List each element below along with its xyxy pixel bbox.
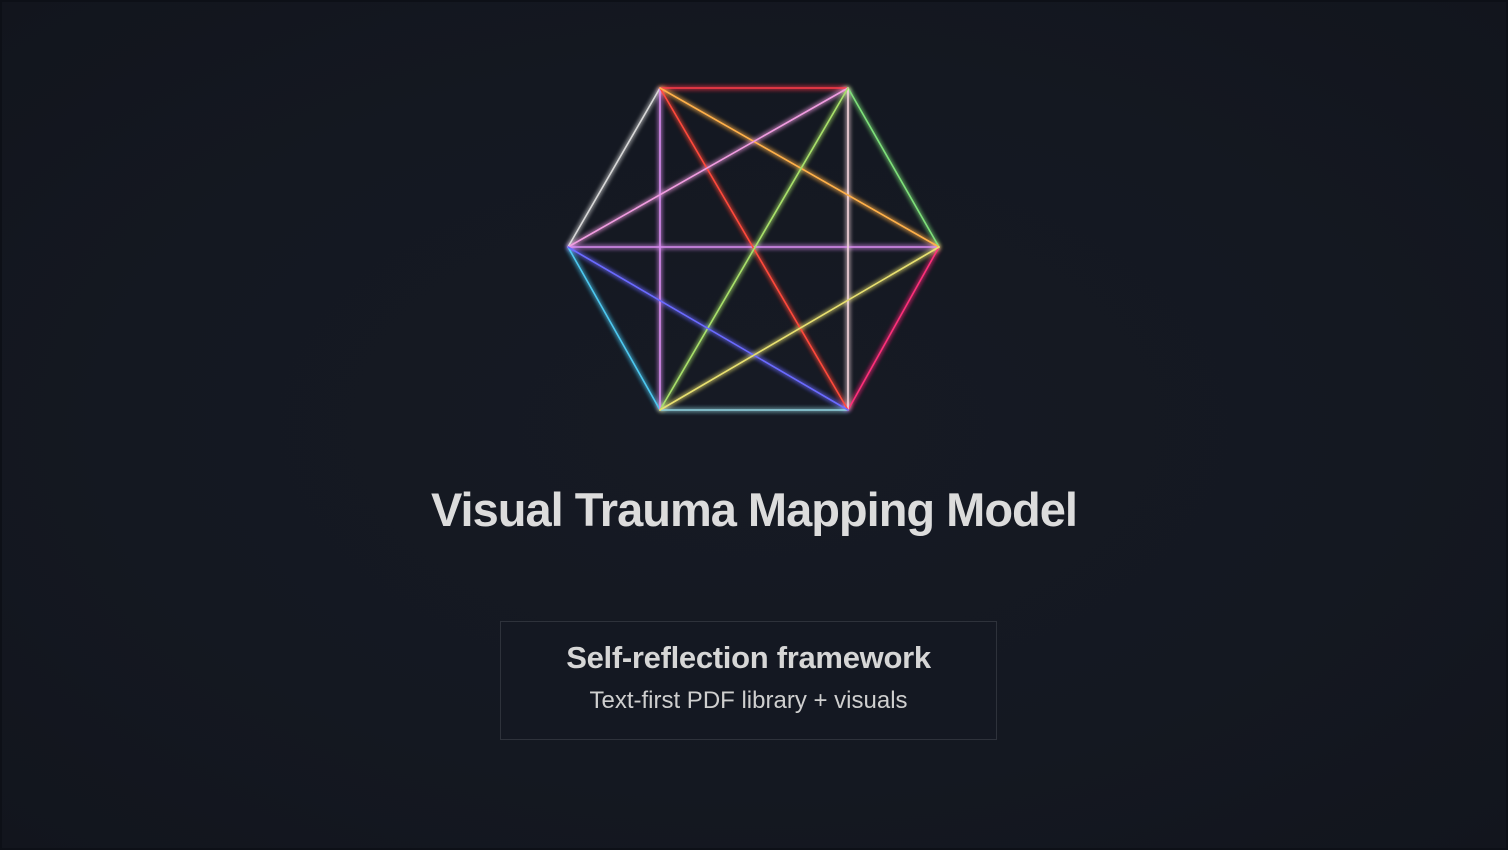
page-title: Visual Trauma Mapping Model <box>431 483 1078 536</box>
edge-tl-to-r <box>659 87 940 248</box>
card-subheading: Text-first PDF library + visuals <box>589 687 908 714</box>
edge-lower-left <box>567 246 661 411</box>
card-heading: Self-reflection framework <box>566 640 931 675</box>
edge-bl-to-r <box>659 246 940 411</box>
edge-l-to-br <box>567 246 849 411</box>
edge-lower-right <box>847 246 940 411</box>
edge-upper-right <box>847 87 940 248</box>
edge-upper-left <box>567 87 661 248</box>
hexagon-complete-graph-icon <box>567 87 940 411</box>
edge-tr-to-bl <box>659 87 849 411</box>
subtitle-card: Self-reflection framework Text-first PDF… <box>500 621 997 740</box>
edge-tr-to-l <box>567 87 849 248</box>
